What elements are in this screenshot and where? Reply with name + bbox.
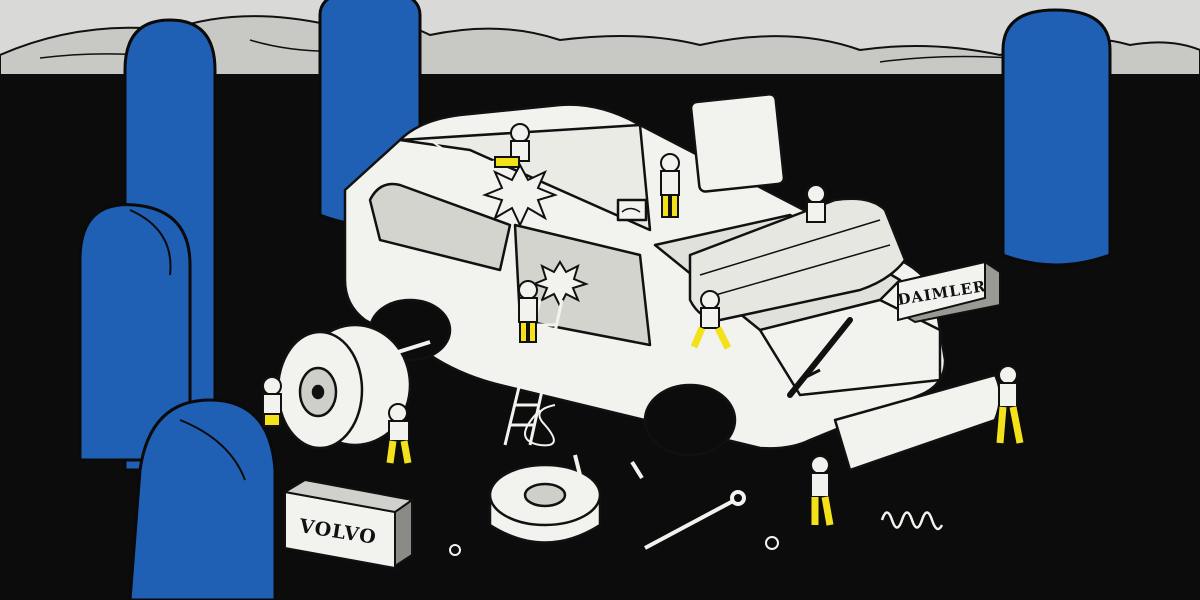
worker-icon xyxy=(660,153,680,218)
open-door xyxy=(689,93,786,193)
daimler-block: DAIMLER xyxy=(896,260,1001,324)
finger-icon xyxy=(1001,8,1112,267)
tire-icon xyxy=(488,463,602,544)
worker-icon xyxy=(690,290,732,350)
worker-icon xyxy=(494,123,530,168)
finger-icon xyxy=(128,398,277,600)
wheel-well-front xyxy=(643,383,737,457)
car-roof xyxy=(398,123,652,232)
worker-icon xyxy=(996,365,1024,444)
worker-icon xyxy=(262,376,282,427)
worker-group xyxy=(262,123,1024,526)
worker-icon xyxy=(806,184,826,223)
hood xyxy=(758,298,942,397)
blue-fingers xyxy=(78,0,1112,600)
side-window-front xyxy=(368,182,512,272)
volvo-block: VOLVO xyxy=(282,478,415,570)
finger-icon xyxy=(78,203,192,462)
spark-icon xyxy=(481,162,589,309)
spring-icon xyxy=(880,511,944,531)
worker-icon xyxy=(386,403,412,464)
wrench-icon xyxy=(397,340,746,550)
worker-icon xyxy=(518,280,538,343)
worker-icon xyxy=(810,455,834,526)
wiper-icon xyxy=(787,317,853,398)
